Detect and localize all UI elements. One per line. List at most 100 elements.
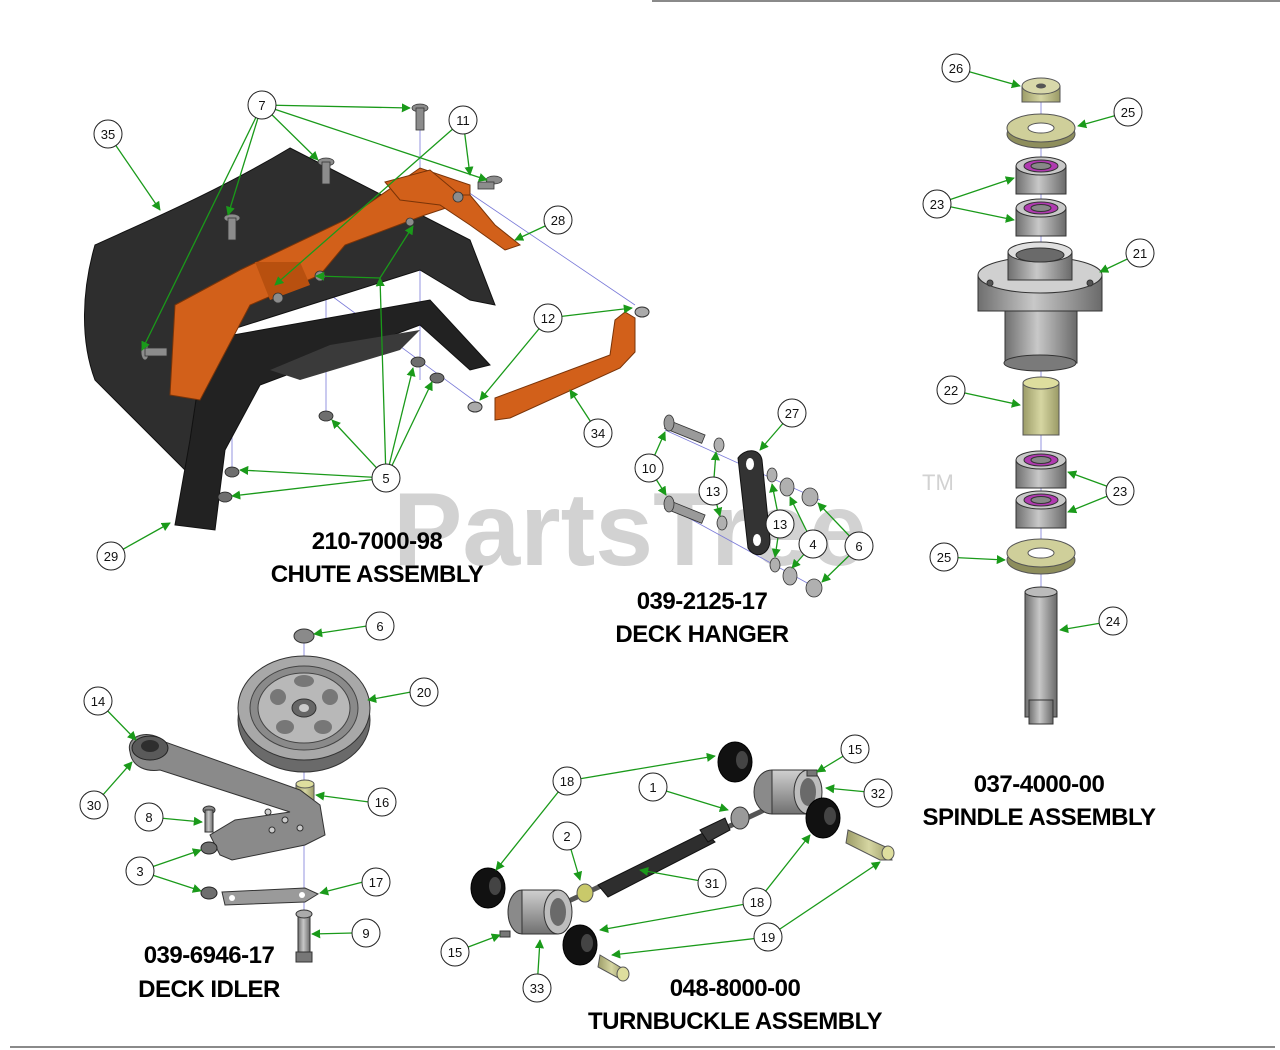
callout-circle [79, 790, 109, 820]
callout-c11: 11 [448, 105, 478, 135]
callout-c34: 34 [583, 418, 613, 448]
callout-circle [742, 887, 772, 917]
callout-c7: 7 [247, 90, 277, 120]
turnbuckle-part-number: 048-8000-00 [670, 975, 801, 1002]
callout-circle [361, 867, 391, 897]
callout-circle [552, 766, 582, 796]
callout-number: 6 [855, 539, 862, 554]
callout-circle [844, 531, 874, 561]
callout-number: 10 [642, 461, 656, 476]
callout-circle [583, 418, 613, 448]
callout-c8: 8 [134, 802, 164, 832]
orange-side-bracket-28 [384, 169, 522, 251]
callout-c5: 5 [371, 463, 401, 493]
callout-number: 2 [563, 829, 570, 844]
callout-c13b: 13 [765, 509, 795, 539]
chute-assembly-name: CHUTE ASSEMBLY [271, 561, 484, 588]
callout-number: 13 [706, 484, 720, 499]
callout-circle [367, 787, 397, 817]
callout-c25a: 25 [1113, 97, 1143, 127]
hanger-part-number: 039-2125-17 [637, 588, 768, 615]
turnbuckle-assembly-name: TURNBUCKLE ASSEMBLY [588, 1008, 883, 1035]
callout-number: 15 [448, 945, 462, 960]
callout-circle [83, 686, 113, 716]
callout-c23b: 23 [1105, 476, 1135, 506]
callout-circle [777, 398, 807, 428]
callout-number: 14 [91, 694, 105, 709]
callout-c26: 26 [941, 53, 971, 83]
callout-c15b: 15 [440, 937, 470, 967]
callout-c15a: 15 [840, 734, 870, 764]
callout-c31: 31 [697, 868, 727, 898]
callout-number: 18 [560, 774, 574, 789]
callout-circle [1105, 476, 1135, 506]
callout-number: 23 [930, 197, 944, 212]
callout-c33: 33 [522, 973, 552, 1003]
callout-circle [247, 90, 277, 120]
callout-c21: 21 [1125, 238, 1155, 268]
turnbuckle-drawing [470, 741, 895, 982]
callout-number: 25 [937, 550, 951, 565]
callout-number: 23 [1113, 484, 1127, 499]
callout-circle [440, 937, 470, 967]
callout-circle [638, 772, 668, 802]
deck-hanger-drawing [663, 414, 823, 598]
callout-circle [941, 53, 971, 83]
callout-c6b: 6 [365, 611, 395, 641]
callout-number: 31 [705, 876, 719, 891]
callout-circle [552, 821, 582, 851]
callout-c30: 30 [79, 790, 109, 820]
callout-circle [765, 509, 795, 539]
callout-number: 3 [136, 864, 143, 879]
orange-top-bracket [169, 167, 471, 401]
callout-number: 22 [944, 383, 958, 398]
callout-c18b: 18 [742, 887, 772, 917]
callout-circle [798, 529, 828, 559]
callout-circle [351, 918, 381, 948]
deck-idler-drawing [128, 628, 371, 963]
callout-circle [922, 189, 952, 219]
callout-c19: 19 [753, 922, 783, 952]
callout-number: 33 [530, 981, 544, 996]
callout-number: 11 [456, 113, 470, 128]
callout-circle [522, 973, 552, 1003]
callout-number: 6 [376, 619, 383, 634]
callout-c18a: 18 [552, 766, 582, 796]
callout-c35: 35 [93, 119, 123, 149]
callout-c20: 20 [409, 677, 439, 707]
callout-circle [1125, 238, 1155, 268]
callout-number: 20 [417, 685, 431, 700]
callout-circle [1113, 97, 1143, 127]
callout-circle [753, 922, 783, 952]
callout-c29: 29 [96, 541, 126, 571]
callout-number: 29 [104, 549, 118, 564]
callout-number: 19 [761, 930, 775, 945]
orange-bracket-34 [494, 311, 636, 421]
callout-number: 4 [809, 537, 816, 552]
callout-c16: 16 [367, 787, 397, 817]
callout-circle [365, 611, 395, 641]
callout-c23a: 23 [922, 189, 952, 219]
hanger-link-27 [737, 450, 771, 556]
callout-c24: 24 [1098, 606, 1128, 636]
callout-circle [409, 677, 439, 707]
callout-c4: 4 [798, 529, 828, 559]
callout-number: 27 [785, 406, 799, 421]
callout-circle [371, 463, 401, 493]
callout-circle [533, 303, 563, 333]
callout-c13a: 13 [698, 476, 728, 506]
callout-number: 13 [773, 517, 787, 532]
watermark-tm: TM [922, 470, 954, 495]
callout-number: 15 [848, 742, 862, 757]
chute-bolts [140, 103, 503, 361]
callout-circle [125, 856, 155, 886]
callout-circle [543, 205, 573, 235]
callout-circle [840, 734, 870, 764]
idler-arm [128, 734, 326, 861]
callout-c27: 27 [777, 398, 807, 428]
callout-number: 16 [375, 795, 389, 810]
callout-c32: 32 [863, 778, 893, 808]
callout-circle [134, 802, 164, 832]
